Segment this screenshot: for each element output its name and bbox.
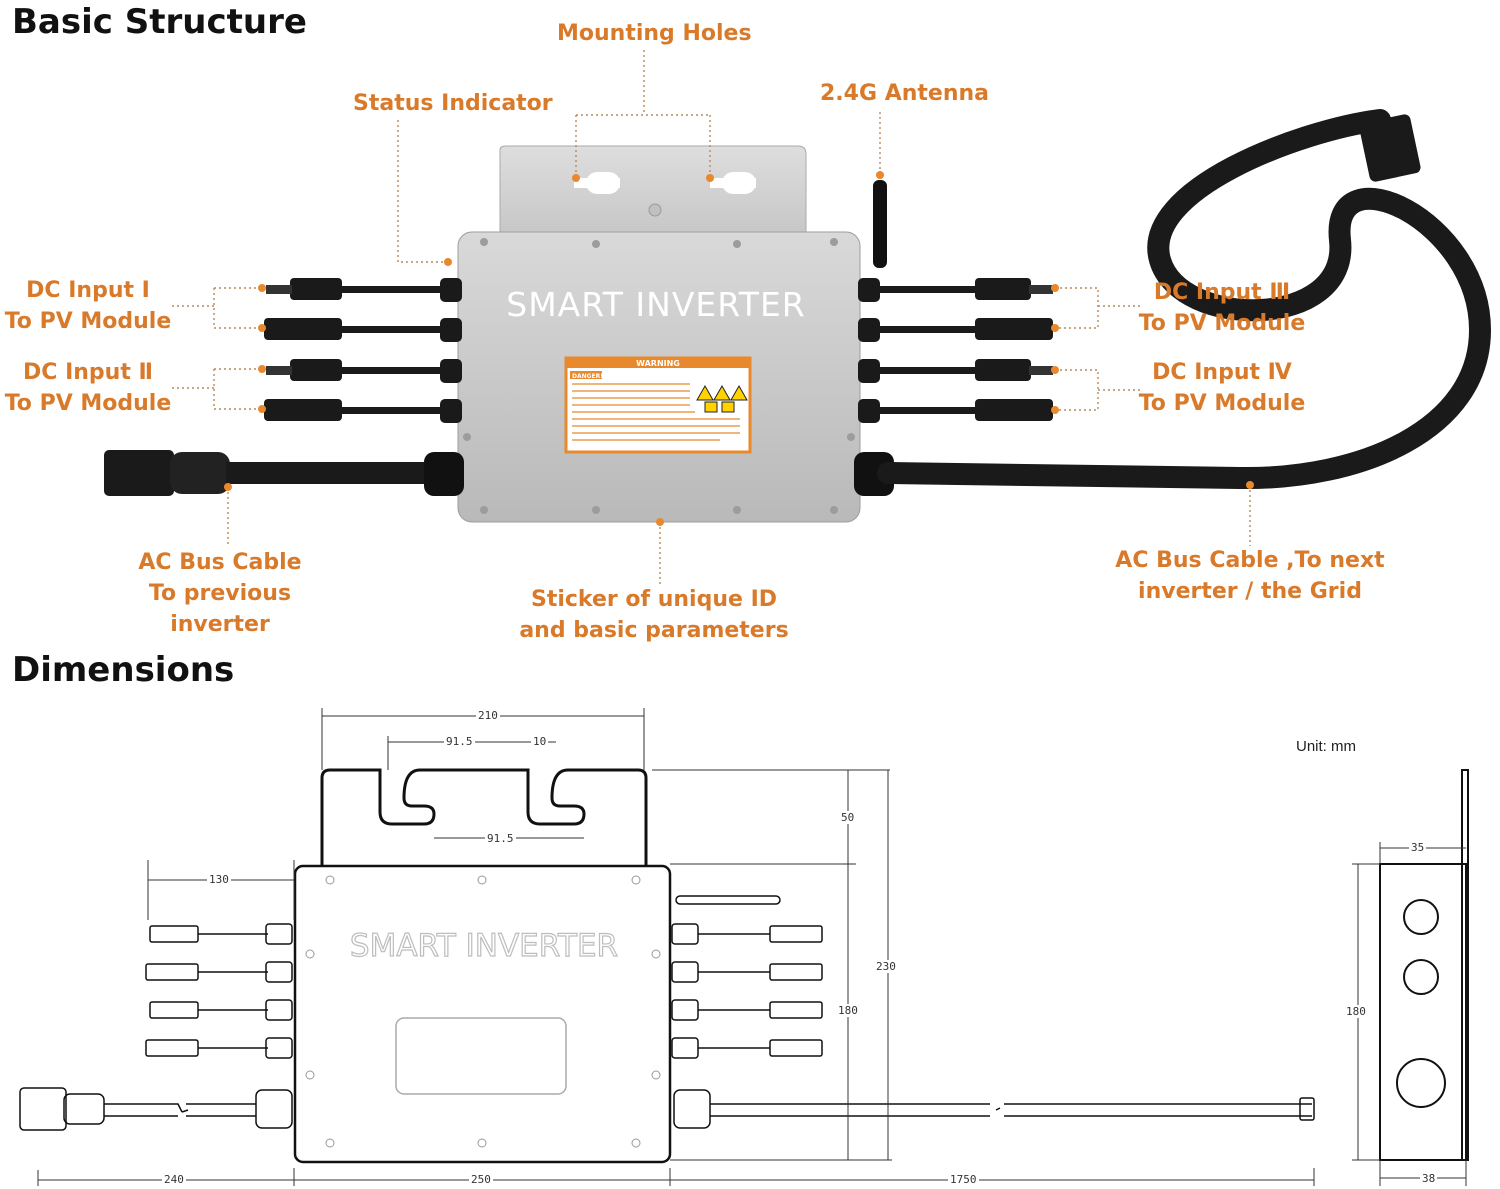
callout-dc-input-1: DC Input Ⅰ To PV Module bbox=[4, 278, 172, 334]
dimension-drawing bbox=[19, 768, 1469, 1164]
danger-label: DANGER! bbox=[572, 373, 603, 380]
dim-body-width: 250 bbox=[469, 1173, 493, 1186]
dim-side-bottom: 38 bbox=[1420, 1172, 1438, 1185]
dim-body-height: 180 bbox=[836, 1004, 860, 1017]
warning-header: WARNING bbox=[636, 359, 680, 368]
dim-side-height: 180 bbox=[1344, 1005, 1368, 1018]
callout-status-indicator: Status Indicator bbox=[353, 91, 553, 116]
antenna bbox=[873, 180, 887, 268]
unit-label: Unit: mm bbox=[1296, 738, 1356, 755]
dim-hole-spacing-bottom: 91.5 bbox=[485, 832, 516, 845]
section-title-basic-structure: Basic Structure bbox=[12, 2, 307, 42]
mounting-plate bbox=[499, 145, 807, 241]
dim-slot-width: 10 bbox=[531, 735, 549, 748]
callout-dc-input-4: DC Input Ⅳ To PV Module bbox=[1138, 360, 1306, 416]
brand-label: SMART INVERTER bbox=[506, 285, 805, 324]
dim-total-height: 230 bbox=[874, 960, 898, 973]
callout-sticker: Sticker of unique ID and basic parameter… bbox=[519, 587, 789, 643]
dim-dc-cable-length: 130 bbox=[207, 873, 231, 886]
callout-mounting-holes: Mounting Holes bbox=[557, 21, 752, 46]
callout-antenna: 2.4G Antenna bbox=[820, 81, 989, 106]
dim-tab-height: 50 bbox=[839, 811, 857, 824]
dim-hole-spacing-top: 91.5 bbox=[444, 735, 475, 748]
dim-ac-right-length: 1750 bbox=[948, 1173, 979, 1186]
dim-side-top: 35 bbox=[1409, 841, 1427, 854]
dim-overall-width: 210 bbox=[476, 709, 500, 722]
callout-dc-input-3: DC Input Ⅲ To PV Module bbox=[1138, 280, 1306, 336]
section-title-dimensions: Dimensions bbox=[12, 650, 235, 690]
dim-ac-left-length: 240 bbox=[162, 1173, 186, 1186]
callout-ac-prev: AC Bus Cable To previous inverter bbox=[138, 550, 302, 637]
callout-dc-input-2: DC Input Ⅱ To PV Module bbox=[4, 360, 172, 416]
warning-sticker: WARNING DANGER! bbox=[564, 356, 752, 454]
callout-ac-next: AC Bus Cable ,To next inverter / the Gri… bbox=[1115, 548, 1385, 604]
ac-bus-cable bbox=[104, 109, 1492, 496]
